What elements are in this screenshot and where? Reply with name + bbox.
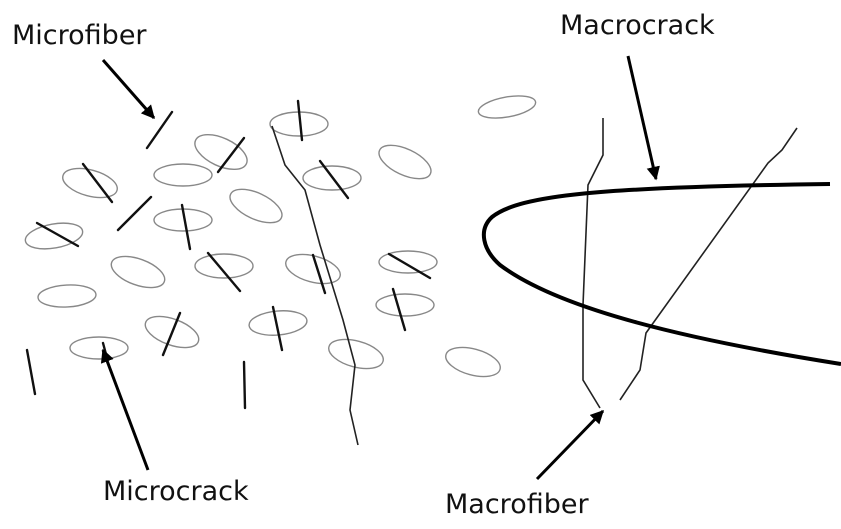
microcrack-arrow — [103, 350, 148, 470]
macrofiber — [620, 128, 797, 400]
microcrack-label: Microcrack — [103, 478, 249, 505]
microcrack — [379, 251, 437, 273]
microfiber — [298, 101, 302, 140]
macrocrack — [484, 184, 841, 364]
microcrack — [23, 219, 84, 253]
macrofiber-arrow — [537, 411, 603, 479]
microcrack — [60, 163, 121, 203]
microcrack — [70, 337, 128, 359]
microfiber-arrow — [103, 60, 154, 118]
microfiber — [118, 197, 151, 230]
macrofibers — [272, 118, 797, 445]
microfiber — [273, 307, 282, 350]
microfiber — [163, 313, 180, 355]
arrows — [103, 56, 656, 479]
microfiber — [393, 289, 405, 330]
microcrack — [374, 138, 436, 185]
microcrack — [477, 92, 538, 122]
microcrack — [326, 334, 387, 374]
microfiber — [37, 223, 78, 246]
microfiber — [218, 138, 244, 172]
microcrack — [443, 342, 504, 382]
macrofiber — [583, 118, 603, 408]
microfiber — [147, 112, 172, 148]
microfiber-label: Microfiber — [12, 22, 147, 49]
macrofiber-label: Macrofiber — [445, 491, 589, 518]
microcrack — [154, 164, 212, 186]
microfiber — [182, 205, 190, 249]
microcrack — [195, 254, 253, 278]
microcrack — [376, 294, 434, 316]
macrocrack-arrow — [628, 56, 656, 179]
microfiber — [208, 253, 240, 291]
microcrack — [107, 250, 169, 294]
microfiber — [244, 362, 245, 408]
microfiber — [27, 350, 35, 394]
microcrack — [37, 283, 96, 308]
microfiber — [389, 254, 430, 278]
microcrack — [225, 182, 287, 229]
macrocrack-label: Macrocrack — [560, 12, 715, 39]
microfiber — [313, 255, 325, 293]
macrofiber — [272, 126, 358, 445]
